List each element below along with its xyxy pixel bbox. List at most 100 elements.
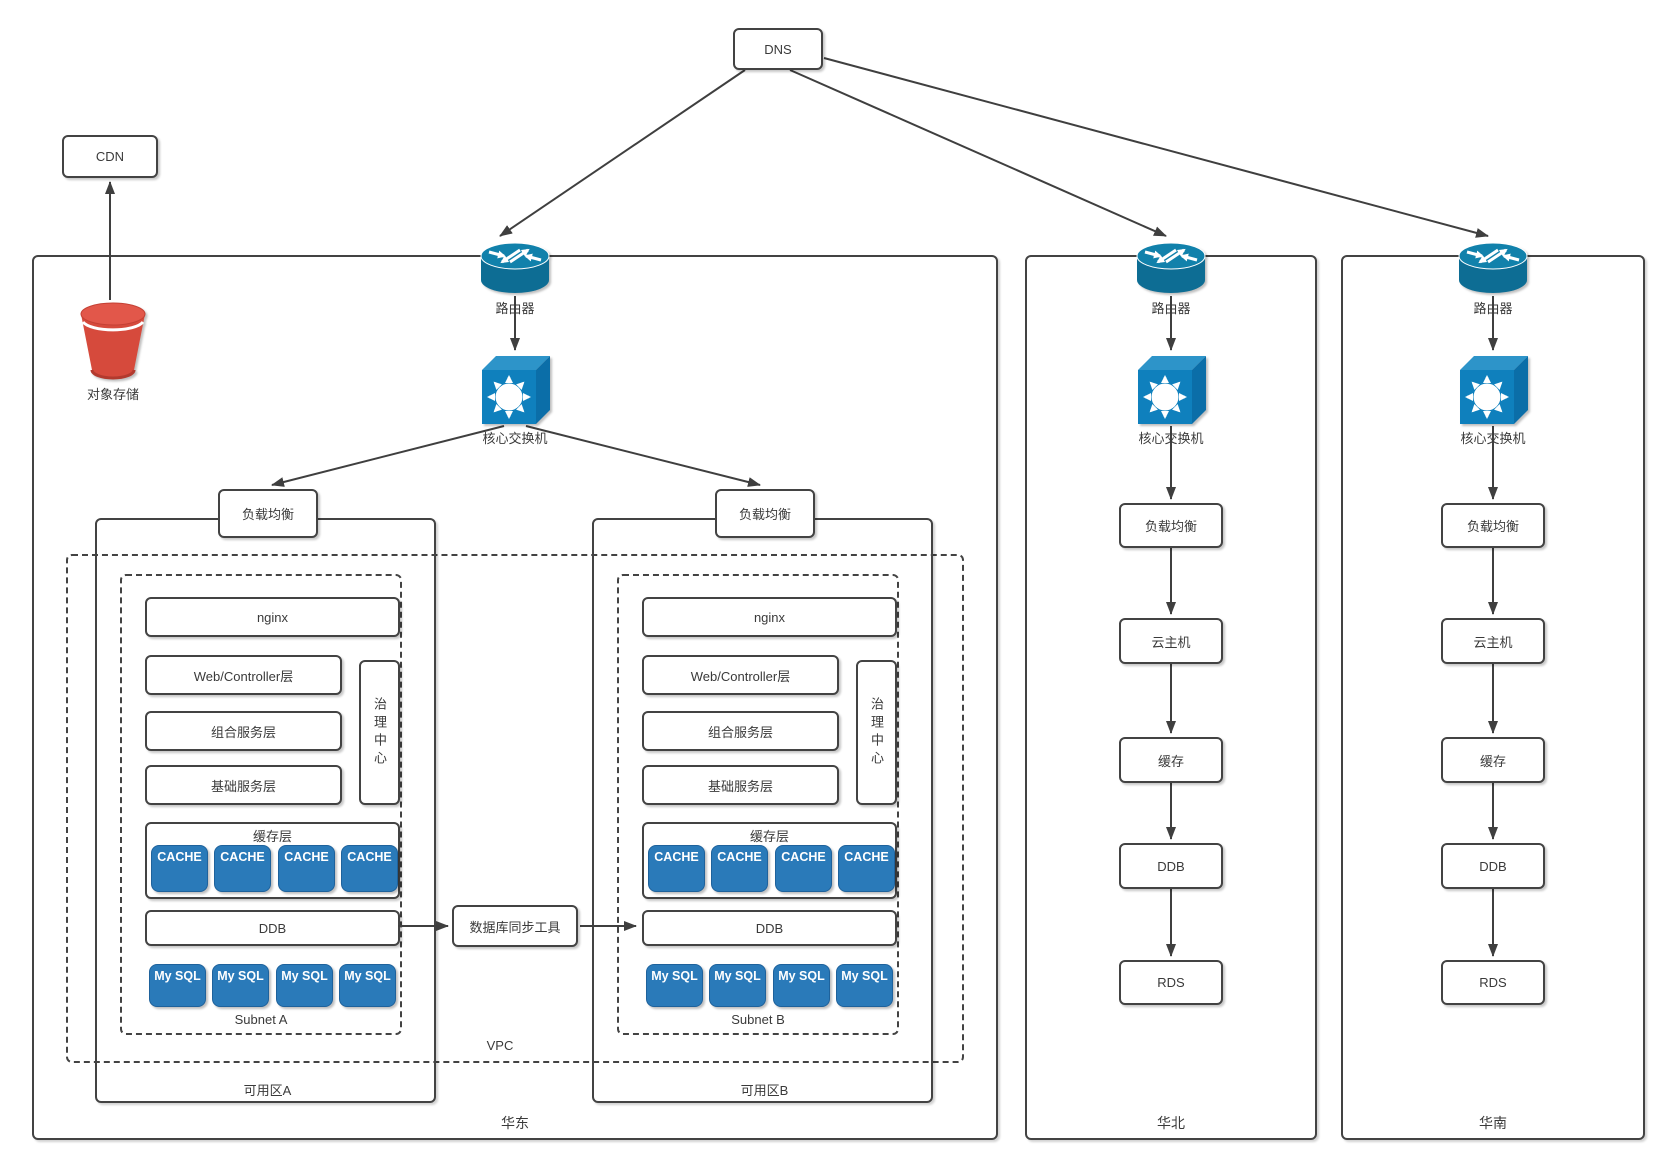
cache-node-label: CACHE bbox=[654, 850, 699, 864]
mysql-node-label: My SQL bbox=[281, 969, 328, 983]
node-south-cloud-host: 云主机 bbox=[1441, 618, 1545, 664]
mysql-node-label: My SQL bbox=[154, 969, 201, 983]
arrow-switch-to-lb-a bbox=[271, 425, 505, 487]
node-cdn-label: CDN bbox=[95, 149, 125, 164]
availability-zone-a: nginx Web/Controller层 组合服务层 基础服务层 治理中心 缓… bbox=[95, 518, 436, 1103]
zone-b-label: 可用区B bbox=[740, 1083, 789, 1098]
node-lb-a-label: 负载均衡 bbox=[241, 507, 294, 522]
node-dns-label: DNS bbox=[764, 41, 792, 57]
cache-node: CACHE bbox=[214, 845, 271, 892]
node-base-layer-a: 基础服务层 bbox=[145, 765, 342, 805]
arrow-switch-to-lb-b bbox=[525, 425, 761, 487]
south-switch-label: 核心交换机 bbox=[1460, 431, 1526, 446]
node-north-cloud-host: 云主机 bbox=[1119, 618, 1223, 664]
router-icon bbox=[1133, 240, 1209, 298]
node-nginx-a: nginx bbox=[145, 597, 400, 637]
node-web-layer-a: Web/Controller层 bbox=[145, 655, 342, 695]
cache-node: CACHE bbox=[838, 845, 895, 892]
mysql-node: My SQL bbox=[276, 964, 333, 1007]
node-south-cache: 缓存 bbox=[1441, 737, 1545, 783]
vpc-boundary bbox=[66, 554, 964, 1063]
zone-a-label: 可用区A bbox=[243, 1083, 292, 1098]
cache-layer-a: 缓存层 CACHE CACHE CACHE CACHE bbox=[145, 822, 400, 899]
availability-zone-b: nginx Web/Controller层 组合服务层 基础服务层 治理中心 缓… bbox=[592, 518, 933, 1103]
north-router-label: 路由器 bbox=[1151, 301, 1191, 316]
vpc-label: VPC bbox=[486, 1038, 514, 1053]
node-south-rds: RDS bbox=[1441, 960, 1545, 1005]
node-dns: DNS bbox=[733, 28, 823, 70]
node-governance-b-label: 治理中心 bbox=[869, 696, 884, 769]
node-base-layer-a-label: 基础服务层 bbox=[210, 778, 276, 794]
mysql-node: My SQL bbox=[709, 964, 766, 1007]
node-db-sync-tool: 数据库同步工具 bbox=[452, 905, 578, 947]
node-ddb-b-label: DDB bbox=[755, 920, 784, 936]
router-icon bbox=[477, 240, 553, 298]
node-ddb-b: DDB bbox=[642, 910, 897, 946]
region-east-label: 华东 bbox=[501, 1115, 529, 1131]
cache-node-label: CACHE bbox=[717, 850, 762, 864]
east-switch-label: 核心交换机 bbox=[482, 431, 548, 446]
node-composite-layer-a-label: 组合服务层 bbox=[210, 724, 276, 740]
subnet-b-label: Subnet B bbox=[731, 1012, 785, 1027]
arrow-dns-to-north-router bbox=[789, 69, 1167, 237]
node-north-cache: 缓存 bbox=[1119, 737, 1223, 783]
object-storage-label: 对象存储 bbox=[86, 387, 139, 402]
node-nginx-b-label: nginx bbox=[753, 609, 786, 625]
cache-node-label: CACHE bbox=[844, 850, 889, 864]
node-north-rds: RDS bbox=[1119, 960, 1223, 1005]
cache-node: CACHE bbox=[278, 845, 335, 892]
cache-node-label: CACHE bbox=[284, 850, 329, 864]
node-governance-a: 治理中心 bbox=[359, 660, 400, 805]
node-north-ddb-label: DDB bbox=[1157, 858, 1185, 874]
node-south-ddb-label: DDB bbox=[1479, 858, 1507, 874]
node-governance-a-label: 治理中心 bbox=[372, 696, 387, 769]
object-storage-bucket-icon bbox=[79, 301, 147, 380]
cache-node: CACHE bbox=[341, 845, 398, 892]
mysql-node: My SQL bbox=[212, 964, 269, 1007]
node-ddb-a-label: DDB bbox=[258, 920, 287, 936]
node-north-rds-label: RDS bbox=[1157, 975, 1185, 990]
cache-layer-a-label: 缓存层 bbox=[252, 829, 292, 844]
mysql-node-label: My SQL bbox=[778, 969, 825, 983]
mysql-node-label: My SQL bbox=[651, 969, 698, 983]
node-lb-b-label: 负载均衡 bbox=[738, 507, 791, 522]
cache-node-label: CACHE bbox=[781, 850, 826, 864]
node-lb-b: 负载均衡 bbox=[715, 489, 815, 538]
region-south-label: 华南 bbox=[1479, 1115, 1507, 1131]
north-switch-label: 核心交换机 bbox=[1138, 431, 1204, 446]
cache-node: CACHE bbox=[775, 845, 832, 892]
cache-node: CACHE bbox=[648, 845, 705, 892]
arrow-dns-to-south-router bbox=[823, 57, 1489, 238]
east-router-label: 路由器 bbox=[495, 301, 535, 316]
router-icon bbox=[1455, 240, 1531, 298]
cache-node: CACHE bbox=[151, 845, 208, 892]
node-south-rds-label: RDS bbox=[1479, 975, 1507, 990]
node-north-lb-label: 负载均衡 bbox=[1144, 519, 1197, 534]
node-lb-a: 负载均衡 bbox=[218, 489, 318, 538]
node-composite-layer-b-label: 组合服务层 bbox=[707, 724, 773, 740]
mysql-node-label: My SQL bbox=[217, 969, 264, 983]
mysql-node-label: My SQL bbox=[344, 969, 391, 983]
cache-node-label: CACHE bbox=[157, 850, 202, 864]
node-governance-b: 治理中心 bbox=[856, 660, 897, 805]
south-router-label: 路由器 bbox=[1473, 301, 1513, 316]
subnet-b-boundary bbox=[617, 574, 899, 1035]
node-composite-layer-b: 组合服务层 bbox=[642, 711, 839, 751]
mysql-node-label: My SQL bbox=[841, 969, 888, 983]
node-north-lb: 负载均衡 bbox=[1119, 503, 1223, 548]
arrow-dns-to-east-router bbox=[499, 69, 746, 237]
node-db-sync-tool-label: 数据库同步工具 bbox=[469, 919, 561, 935]
mysql-node-label: My SQL bbox=[714, 969, 761, 983]
node-base-layer-b: 基础服务层 bbox=[642, 765, 839, 805]
node-north-cloud-host-label: 云主机 bbox=[1151, 634, 1191, 650]
subnet-a-boundary bbox=[120, 574, 402, 1035]
core-switch-icon bbox=[1454, 354, 1532, 426]
mysql-node: My SQL bbox=[773, 964, 830, 1007]
mysql-node: My SQL bbox=[149, 964, 206, 1007]
core-switch-icon bbox=[1132, 354, 1210, 426]
node-north-ddb: DDB bbox=[1119, 843, 1223, 889]
node-south-cloud-host-label: 云主机 bbox=[1473, 634, 1513, 650]
node-base-layer-b-label: 基础服务层 bbox=[707, 778, 773, 794]
node-composite-layer-a: 组合服务层 bbox=[145, 711, 342, 751]
